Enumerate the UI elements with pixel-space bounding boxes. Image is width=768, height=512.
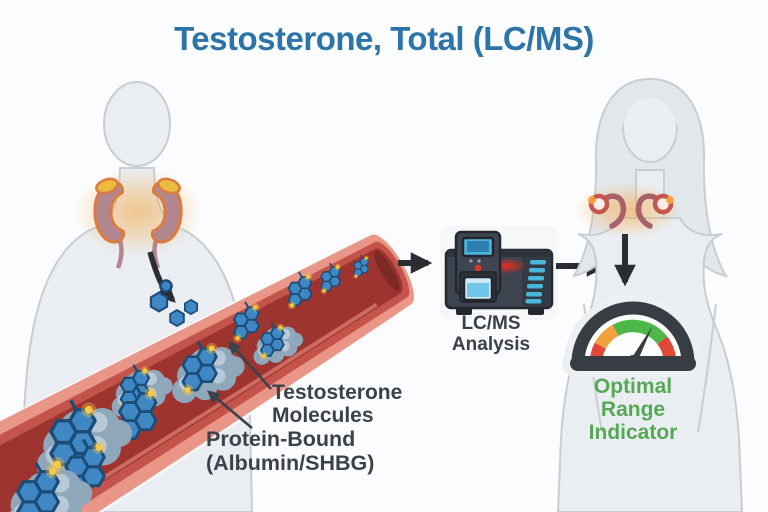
label-protein-bound: Protein-Bound (Albumin/SHBG) <box>206 427 375 475</box>
optimal-range-gauge-icon <box>562 294 704 377</box>
adrenal-glands-icon <box>588 196 674 229</box>
kidneys-adrenal-glands-icon <box>93 176 182 268</box>
gauge-frame <box>571 301 695 364</box>
label-optimal-range-indicator: Optimal Range Indicator <box>588 375 678 444</box>
male-head <box>103 81 171 167</box>
female-fringe <box>620 83 680 128</box>
pointer-testosterone-molecules <box>228 341 272 390</box>
gauge-face <box>581 311 685 363</box>
molecules-entering-vessel <box>149 279 199 327</box>
label-lcms-analysis: LC/MS Analysis <box>451 313 531 355</box>
pointer-protein-bound <box>207 390 253 429</box>
gauge-needle <box>629 325 653 365</box>
blood-vessel-cutaway <box>0 232 417 512</box>
machine-indicator-light <box>474 264 482 272</box>
machine-vent-stripes <box>525 260 546 304</box>
lcms-instrument-icon <box>440 226 558 320</box>
female-figure <box>556 77 744 512</box>
male-organ-glow <box>74 168 202 256</box>
gauge-needle-hub <box>627 355 639 367</box>
label-testosterone-molecules: Testosterone Molecules <box>272 381 403 427</box>
page-title: Testosterone, Total (LC/MS) <box>174 20 594 57</box>
vessel-opening <box>374 250 400 292</box>
